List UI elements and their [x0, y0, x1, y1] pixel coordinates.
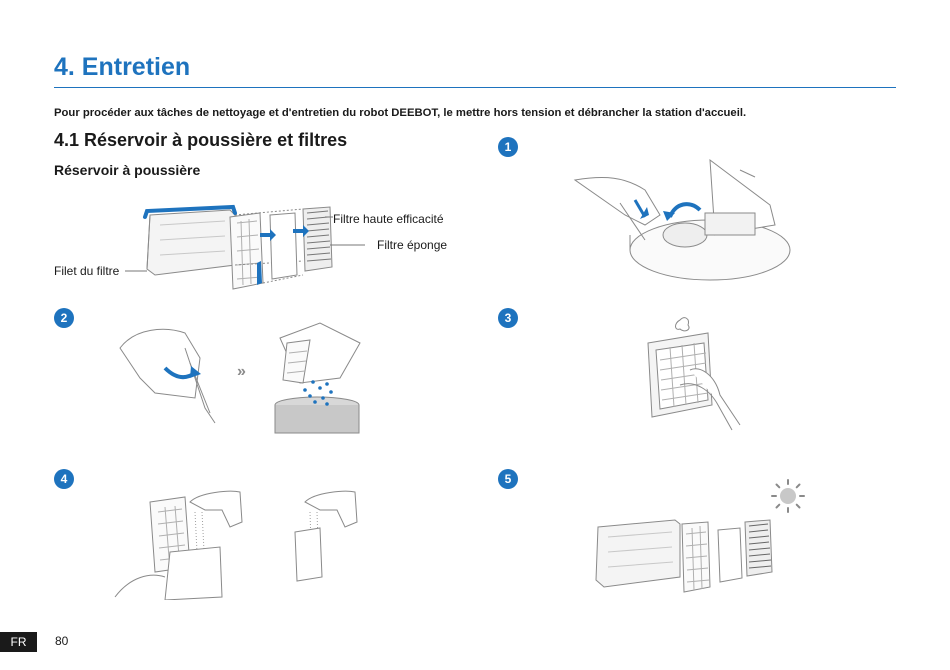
section-title: 4.1 Réservoir à poussière et filtres: [54, 130, 347, 151]
subsection-title: Réservoir à poussière: [54, 162, 200, 178]
page-number: 80: [55, 634, 68, 648]
step-1-illustration: [565, 155, 795, 285]
dustbin-exploded-diagram: [125, 195, 365, 295]
title-divider: [54, 87, 896, 88]
label-sponge-filter: Filtre éponge: [377, 238, 447, 252]
step-3-badge: 3: [498, 308, 518, 328]
step-4-illustration: [110, 482, 370, 600]
step-5-illustration: [590, 512, 805, 602]
intro-text: Pour procéder aux tâches de nettoyage et…: [54, 107, 746, 119]
step-2-badge: 2: [54, 308, 74, 328]
step-3-illustration: [640, 315, 750, 435]
label-hepa-filter: Filtre haute efficacité: [333, 212, 444, 226]
step-1-badge: 1: [498, 137, 518, 157]
step-2-separator: »: [237, 363, 246, 381]
step-5-badge: 5: [498, 469, 518, 489]
sun-icon: [770, 478, 806, 514]
chapter-title: 4. Entretien: [54, 53, 190, 82]
language-tab: FR: [0, 632, 37, 652]
label-filter-mesh: Filet du filtre: [54, 264, 119, 278]
step-4-badge: 4: [54, 469, 74, 489]
